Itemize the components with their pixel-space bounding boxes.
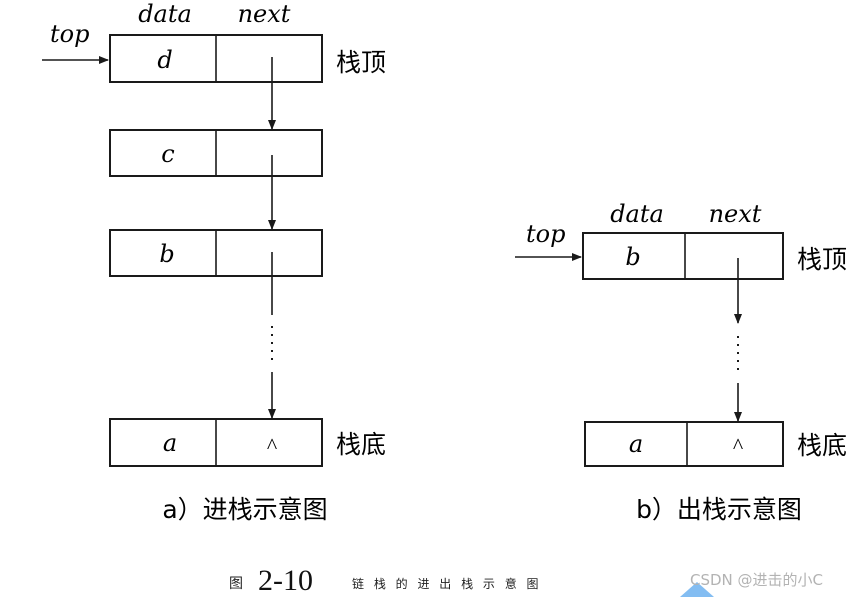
next-column-header: next (709, 200, 762, 228)
diagram-a-push: data next top d 栈顶 c b (42, 0, 386, 524)
figure-title: 链 栈 的 进 出 栈 示 意 图 (352, 576, 542, 591)
watermark-logo-shape (680, 582, 714, 597)
node-data-value: b (625, 243, 640, 271)
top-pointer-label: top (50, 20, 89, 48)
figure-number: 2-10 (258, 564, 313, 597)
csdn-watermark: CSDN @进击的小C (680, 571, 823, 597)
node-data-value: b (159, 240, 174, 268)
stack-node-a: a ^ (109, 418, 323, 467)
stack-bottom-label: 栈底 (336, 430, 386, 459)
node-data-value: a (629, 430, 643, 458)
top-pointer-label: top (526, 220, 565, 248)
subfigure-caption: a）进栈示意图 (162, 495, 327, 524)
null-pointer-symbol: ^ (267, 433, 278, 458)
node-box (582, 232, 784, 280)
stack-top-label: 栈顶 (336, 48, 386, 77)
diagram-b-pop: data next top b 栈顶 a ^ 栈底 b）出栈示意图 (515, 200, 847, 524)
stack-top-label: 栈顶 (797, 245, 847, 274)
stack-node-d: d (109, 34, 323, 83)
stack-node-b: b (582, 232, 784, 280)
stack-node-a: a ^ (584, 421, 784, 467)
subfigure-caption: b）出栈示意图 (636, 495, 802, 524)
data-column-header: data (610, 200, 664, 228)
node-data-value: a (163, 429, 177, 457)
stack-node-b: b (109, 229, 323, 277)
null-pointer-symbol: ^ (733, 433, 744, 458)
stack-node-c: c (109, 129, 323, 177)
figure-caption: 图 2-10 链 栈 的 进 出 栈 示 意 图 (229, 564, 542, 597)
figure-prefix: 图 (229, 576, 243, 592)
node-data-value: d (157, 46, 172, 74)
node-box (584, 421, 784, 467)
node-data-value: c (161, 140, 174, 168)
stack-bottom-label: 栈底 (797, 431, 847, 460)
next-column-header: next (238, 0, 291, 28)
data-column-header: data (138, 0, 192, 28)
watermark-text: CSDN @进击的小C (690, 571, 823, 589)
